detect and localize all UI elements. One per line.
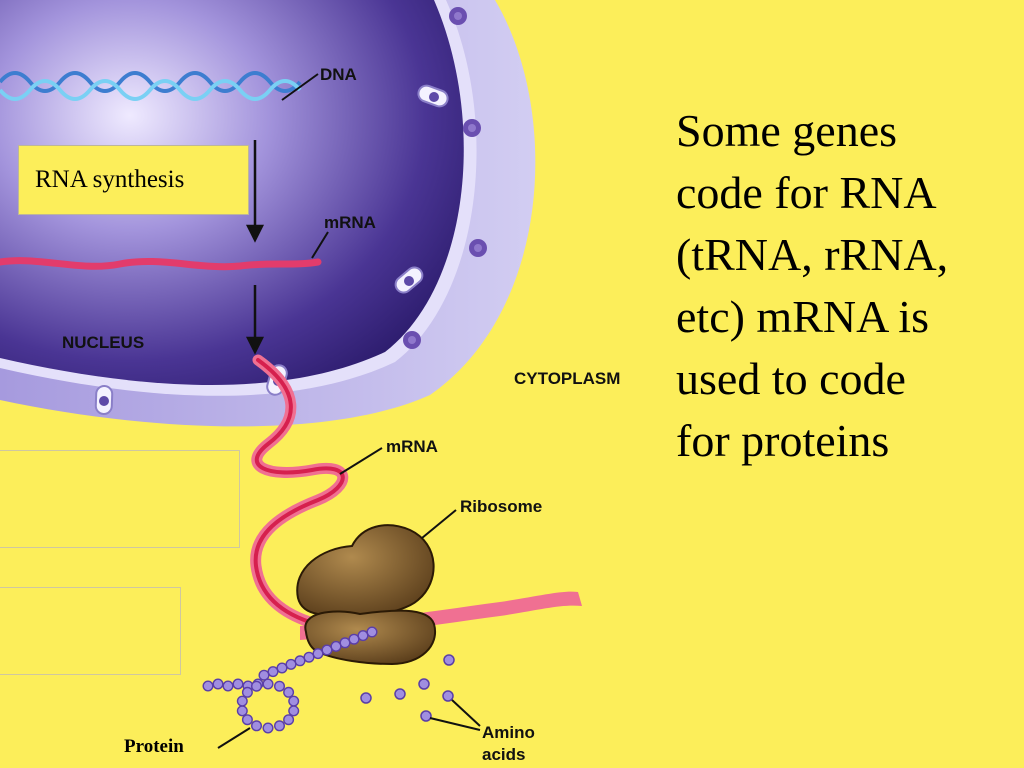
slide-text-line: Some genes: [676, 105, 898, 156]
amino-acid-bead: [283, 714, 295, 726]
slide-text-line: for proteins: [676, 415, 890, 466]
amino-acid-bead: [312, 648, 324, 660]
blank-callout-box-2: [0, 587, 181, 675]
amino-acid-bead: [274, 680, 286, 692]
amino-acid-bead: [241, 686, 253, 698]
amino-acid-bead: [262, 678, 274, 690]
rna-synthesis-text: RNA synthesis: [35, 166, 185, 193]
amino-acid-bead: [262, 722, 274, 734]
mrna-leader-line-2: [339, 447, 383, 475]
amino-acid-bead: [258, 669, 270, 681]
slide-text-line: etc) mRNA is: [676, 291, 929, 342]
amino-acid-bead: [348, 633, 360, 645]
slide-body-text: Some genes code for RNA (tRNA, rRNA, etc…: [676, 100, 1006, 472]
amino-acid-bead: [294, 655, 306, 667]
amino-acid-bead: [283, 686, 295, 698]
amino-leader-lines: [429, 699, 481, 731]
amino-acid-bead: [288, 695, 300, 707]
ribosome-leader-line: [421, 509, 457, 539]
nucleus: [0, 0, 536, 427]
dna-label: DNA: [320, 65, 357, 84]
amino-acid-bead: [250, 720, 262, 732]
slide-text-line: code for RNA: [676, 167, 937, 218]
protein-label: Protein: [124, 736, 184, 757]
protein-chain: [202, 626, 378, 734]
amino-acid-bead: [212, 678, 224, 690]
nucleus-label: NUCLEUS: [62, 333, 144, 352]
ribosome: [296, 524, 437, 666]
dna-helix: [0, 71, 302, 101]
cytoplasm-label: CYTOPLASM: [514, 369, 620, 388]
mrna-cytoplasm-label: mRNA: [386, 437, 438, 456]
amino-acid-bead: [321, 644, 333, 656]
amino-acid-bead: [303, 651, 315, 663]
protein-leader-line: [217, 727, 251, 749]
amino-acid-bead: [330, 640, 342, 652]
amino-acid-bead: [222, 680, 234, 692]
dna-leader-line: [281, 73, 319, 101]
mrna-nucleus-label: mRNA: [324, 213, 376, 232]
amino-acid-bead: [241, 714, 253, 726]
mrna-leader-line-1: [311, 231, 329, 259]
amino-acid-bead: [236, 705, 248, 717]
ribosome-label: Ribosome: [460, 497, 542, 516]
slide-text-line: used to code: [676, 353, 906, 404]
rna-synthesis-callout: RNA synthesis: [18, 145, 249, 215]
amino-acid-bead: [366, 626, 378, 638]
amino-acid-bead: [267, 666, 279, 678]
blank-callout-box-1: [0, 450, 240, 548]
amino-acid-bead: [236, 695, 248, 707]
slide-text-line: (tRNA, rRNA,: [676, 229, 949, 280]
flow-arrows: [245, 140, 265, 355]
amino-label-line2: acids: [482, 745, 525, 764]
amino-acid-bead: [274, 720, 286, 732]
amino-acid-bead: [357, 630, 369, 642]
mrna-strand-nucleus: [0, 257, 322, 271]
amino-acid-bead: [285, 658, 297, 670]
free-amino-acids: [360, 654, 455, 722]
amino-acid-bead: [288, 705, 300, 717]
amino-acid-bead: [202, 680, 214, 692]
amino-acid-bead: [250, 680, 262, 692]
amino-label-line1: Amino: [482, 723, 535, 742]
amino-acid-bead: [276, 662, 288, 674]
amino-acid-bead: [232, 678, 244, 690]
amino-acid-bead: [339, 637, 351, 649]
